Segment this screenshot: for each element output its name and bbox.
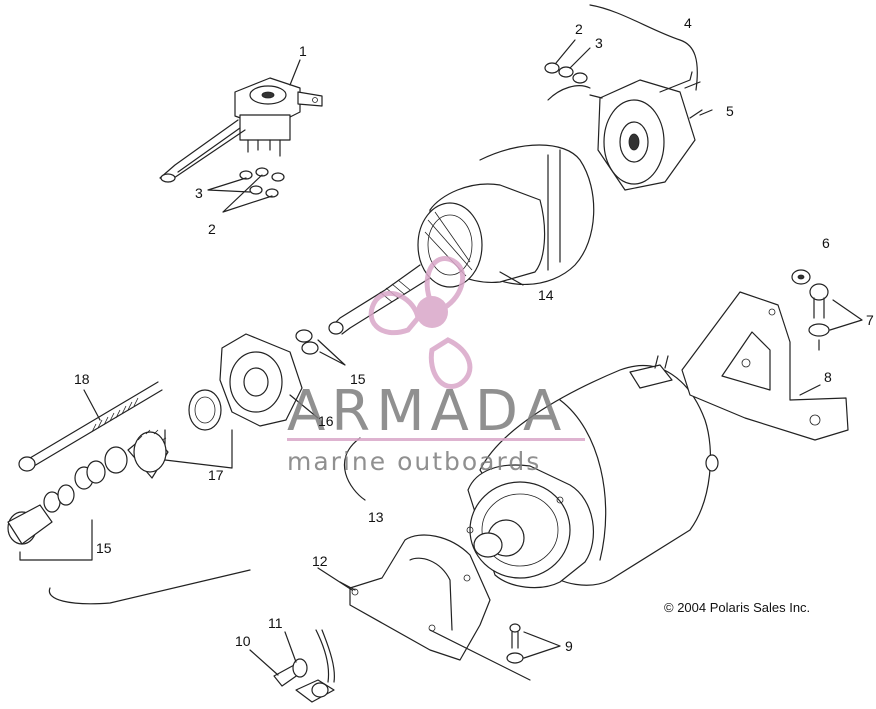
callout-8: 8 xyxy=(824,369,832,385)
leader-4-bracket xyxy=(589,4,698,91)
callout-15-lower: 15 xyxy=(96,540,112,556)
armada-watermark: ARMADA marine outboards xyxy=(287,256,585,476)
leader-13-bracket xyxy=(48,437,366,605)
callout-6: 6 xyxy=(822,235,830,251)
end-cap-part xyxy=(544,39,713,191)
callout-18: 18 xyxy=(74,371,90,387)
callout-2-top: 2 xyxy=(575,21,583,37)
nut-screw-set xyxy=(791,269,863,351)
callout-3-left: 3 xyxy=(195,185,203,201)
watermark-tagline: marine outboards xyxy=(287,447,541,476)
mounting-bracket-upper xyxy=(681,291,849,441)
callout-1: 1 xyxy=(299,43,307,59)
drive-end-housing xyxy=(188,333,319,431)
callout-7: 7 xyxy=(866,312,874,328)
callout-5: 5 xyxy=(726,103,734,119)
callout-9: 9 xyxy=(565,638,573,654)
through-bolt-part xyxy=(18,381,163,472)
bushing-set xyxy=(295,329,346,366)
bolt-cable-set xyxy=(249,629,335,703)
starter-motor-assembly xyxy=(466,355,719,589)
callout-15-upper: 15 xyxy=(350,371,366,387)
watermark-divider xyxy=(287,438,585,441)
callouts: 1 2 3 2 3 4 5 6 7 8 9 10 11 12 13 14 15 … xyxy=(74,15,874,654)
callout-14: 14 xyxy=(538,287,554,303)
callout-3-top: 3 xyxy=(595,35,603,51)
callout-10: 10 xyxy=(235,633,251,649)
callout-12: 12 xyxy=(312,553,328,569)
leader-17-bracket xyxy=(164,429,233,469)
armature-part xyxy=(328,144,595,335)
callout-16: 16 xyxy=(318,413,334,429)
screw-washer-part-9 xyxy=(429,623,561,681)
drive-pinion-set xyxy=(7,429,169,561)
solenoid-switch-part xyxy=(159,77,323,183)
washer-set-a xyxy=(207,167,285,213)
callout-13: 13 xyxy=(368,509,384,525)
watermark-brand: ARMADA xyxy=(287,379,567,444)
leader-lines xyxy=(83,59,821,591)
callout-4: 4 xyxy=(684,15,692,31)
callout-2-left: 2 xyxy=(208,221,216,237)
copyright-notice: © 2004 Polaris Sales Inc. xyxy=(664,600,810,615)
callout-11: 11 xyxy=(268,615,283,631)
mounting-bracket-lower xyxy=(339,534,491,661)
propeller-logo-icon xyxy=(368,256,473,389)
callout-17: 17 xyxy=(208,467,224,483)
